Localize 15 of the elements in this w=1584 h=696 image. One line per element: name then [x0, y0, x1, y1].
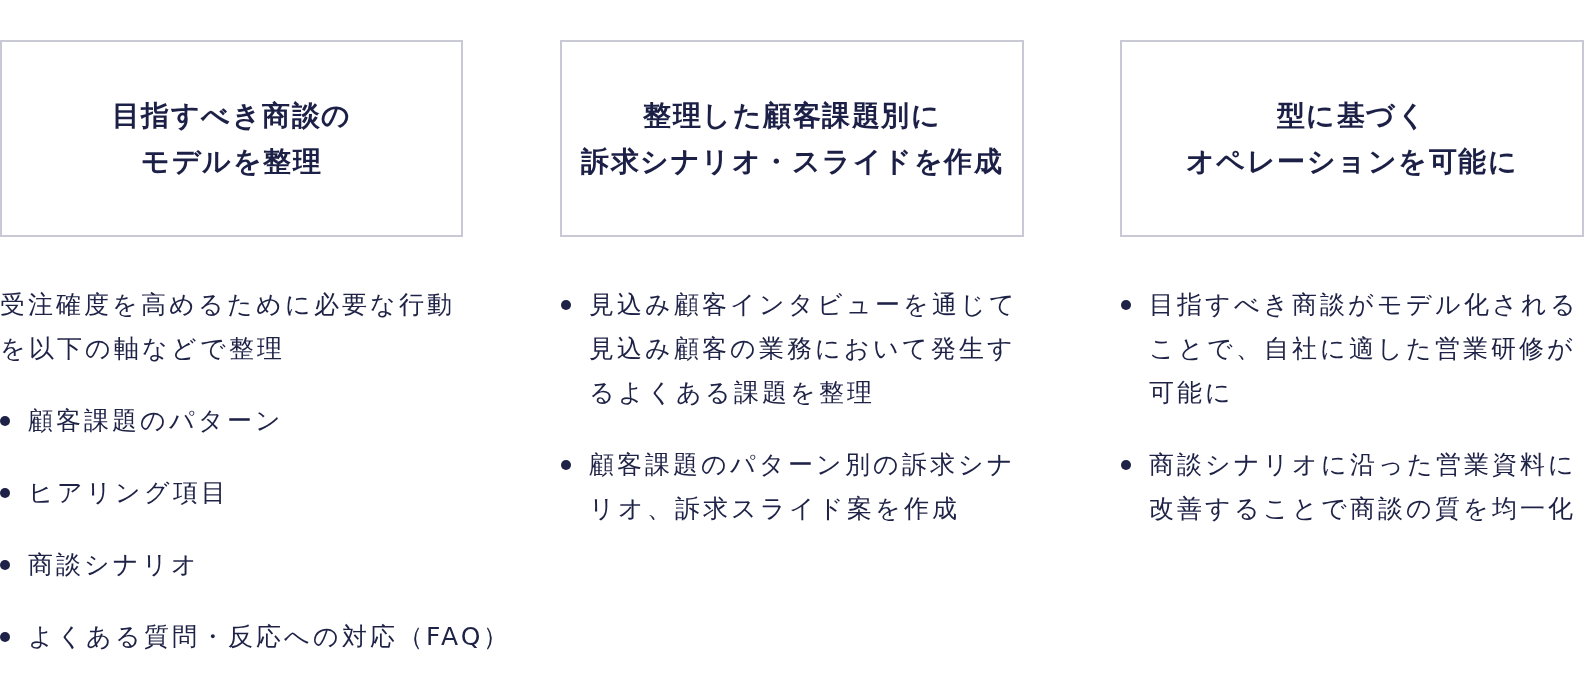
list-item-text: よくある質問・反応への対応（FAQ）: [28, 621, 512, 653]
description-text: 受注確度を高めるために必要な行動を以下の軸などで整理: [0, 289, 456, 365]
list-item-text: 顧客課題のパターン別の訴求シナリオ、訴求スライド案を作成: [589, 449, 1017, 525]
card-heading: 型に基づくオペレーションを可能に: [1185, 97, 1519, 180]
heading-card: [0, 40, 463, 237]
card-heading: 目指すべき商談のモデルを整理: [111, 97, 352, 180]
list-item-text: ヒアリング項目: [28, 477, 229, 509]
list-item-text: 商談シナリオに沿った営業資料に改善することで商談の質を均一化: [1149, 449, 1578, 525]
list-item-text: 商談シナリオ: [28, 549, 200, 581]
list-item-text: 顧客課題のパターン: [28, 405, 284, 437]
heading-card: [560, 40, 1024, 237]
list-item-text: 見込み顧客インタビューを通じて見込み顧客の業務において発生するよくある課題を整理: [589, 289, 1019, 409]
card-heading: 整理した顧客課題別に訴求シナリオ・スライドを作成: [581, 97, 1003, 180]
list-item-text: 目指すべき商談がモデル化されることで、自社に適した営業研修が可能に: [1149, 289, 1580, 409]
heading-card: [1120, 40, 1584, 237]
